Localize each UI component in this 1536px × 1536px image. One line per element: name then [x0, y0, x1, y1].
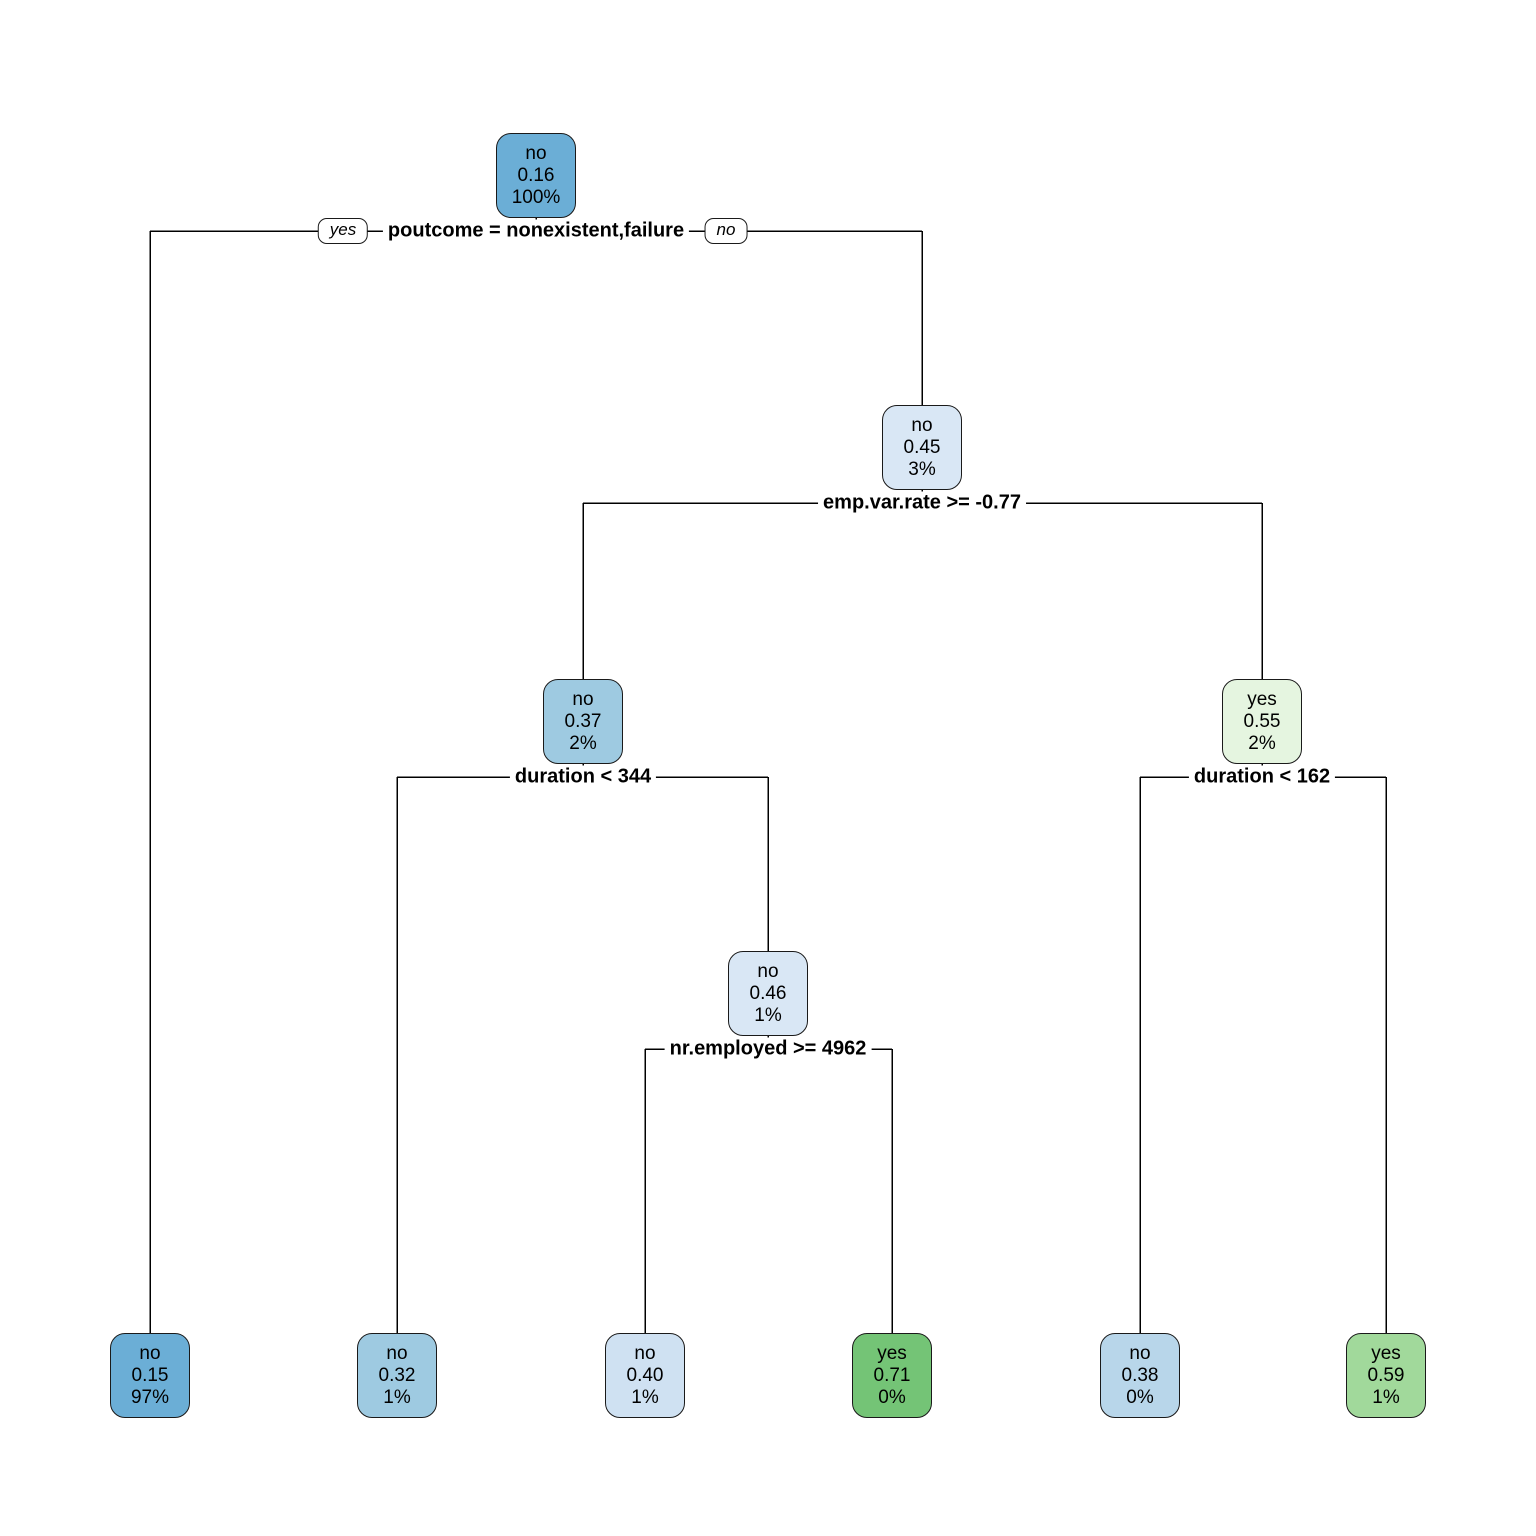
node-class: no	[525, 142, 547, 164]
node-prob: 0.16	[517, 164, 555, 186]
node-pct: 1%	[754, 1004, 782, 1026]
node-pct: 2%	[1248, 732, 1276, 754]
branch-no-tag: no	[704, 218, 748, 244]
node-pct: 0%	[1126, 1386, 1154, 1408]
node-pct: 97%	[130, 1386, 170, 1408]
node-class: yes	[1247, 688, 1277, 710]
split-label-poutcome: poutcome = nonexistent,failure	[382, 219, 690, 243]
node-prob: 0.38	[1121, 1364, 1159, 1386]
tree-leaf: yes 0.71 0%	[852, 1333, 932, 1418]
node-pct: 1%	[1372, 1386, 1400, 1408]
node-class: no	[139, 1342, 161, 1364]
node-pct: 100%	[511, 186, 561, 208]
node-pct: 1%	[383, 1386, 411, 1408]
node-class: no	[386, 1342, 408, 1364]
node-class: yes	[877, 1342, 907, 1364]
node-prob: 0.71	[873, 1364, 911, 1386]
node-class: no	[757, 960, 779, 982]
node-class: no	[572, 688, 594, 710]
node-prob: 0.32	[378, 1364, 416, 1386]
node-prob: 0.40	[626, 1364, 664, 1386]
node-prob: 0.37	[564, 710, 602, 732]
branch-yes-tag: yes	[317, 218, 369, 244]
node-prob: 0.45	[903, 436, 941, 458]
tree-leaf: no 0.32 1%	[357, 1333, 437, 1418]
split-label-emp-var-rate: emp.var.rate >= -0.77	[818, 491, 1026, 515]
node-class: no	[911, 414, 933, 436]
node-class: yes	[1371, 1342, 1401, 1364]
node-pct: 3%	[908, 458, 936, 480]
tree-leaf: no 0.15 97%	[110, 1333, 190, 1418]
tree-leaf: no 0.38 0%	[1100, 1333, 1180, 1418]
tree-leaf: yes 0.59 1%	[1346, 1333, 1426, 1418]
tree-node-internal: no 0.37 2%	[543, 679, 623, 764]
node-pct: 2%	[569, 732, 597, 754]
node-prob: 0.59	[1367, 1364, 1405, 1386]
split-label-duration-344: duration < 344	[509, 765, 657, 789]
node-prob: 0.55	[1243, 710, 1281, 732]
node-class: no	[1129, 1342, 1151, 1364]
node-prob: 0.15	[131, 1364, 169, 1386]
node-pct: 1%	[631, 1386, 659, 1408]
tree-node-internal: yes 0.55 2%	[1222, 679, 1302, 764]
split-label-duration-162: duration < 162	[1188, 765, 1336, 789]
node-prob: 0.46	[749, 982, 787, 1004]
node-pct: 0%	[878, 1386, 906, 1408]
split-label-nr-employed: nr.employed >= 4962	[664, 1037, 872, 1061]
tree-node-internal: no 0.45 3%	[882, 405, 962, 490]
node-class: no	[634, 1342, 656, 1364]
tree-leaf: no 0.40 1%	[605, 1333, 685, 1418]
tree-node-internal: no 0.46 1%	[728, 951, 808, 1036]
tree-node-root: no 0.16 100%	[496, 133, 576, 218]
